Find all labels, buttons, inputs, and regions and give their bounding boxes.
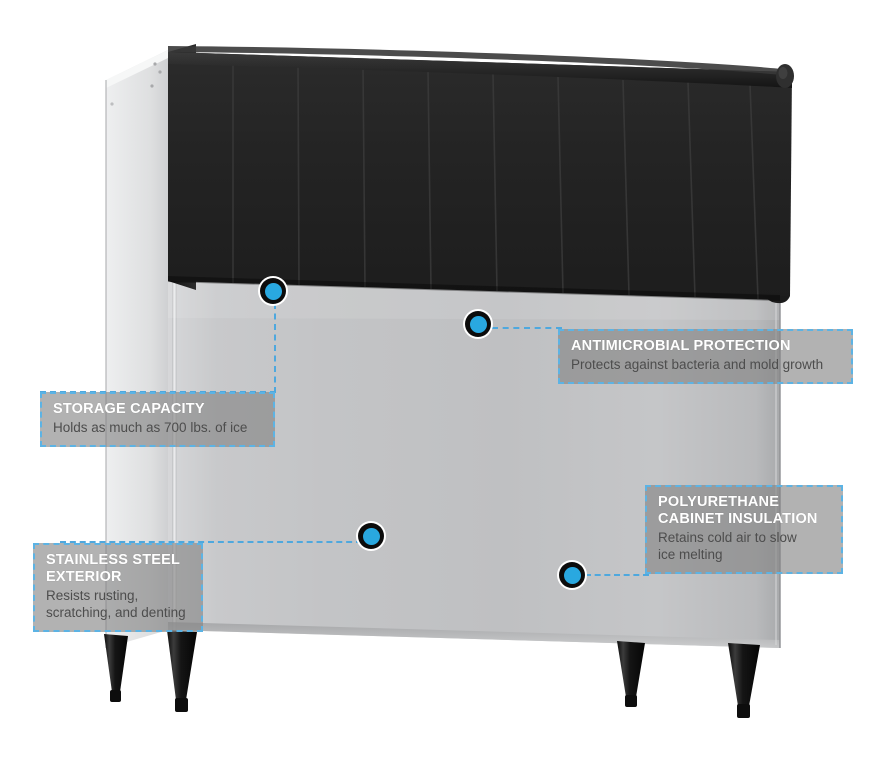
callout-title: STORAGE CAPACITY — [53, 401, 205, 417]
callout-subtitle: Retains cold air to slow ice melting — [658, 530, 797, 562]
hotspot-core-icon — [563, 566, 581, 584]
callout-antimicrobial-protection[interactable]: ANTIMICROBIAL PROTECTION Protects agains… — [558, 329, 853, 384]
callout-title: STAINLESS STEEL EXTERIOR — [46, 552, 181, 585]
hotspot-ring — [465, 311, 491, 337]
hotspot-core-icon — [469, 315, 487, 333]
callout-subtitle: Resists rusting, scratching, and denting — [46, 588, 186, 620]
callout-stainless-steel-exterior[interactable]: STAINLESS STEEL EXTERIOR Resists rusting… — [33, 543, 203, 632]
hotspot-core-icon — [362, 527, 380, 545]
connector-storage-capacity-vertical — [274, 303, 276, 393]
callout-subtitle: Protects against bacteria and mold growt… — [571, 357, 824, 372]
hotspot-ring — [358, 523, 384, 549]
hotspot-ring — [559, 562, 585, 588]
callout-title: ANTIMICROBIAL PROTECTION — [571, 338, 791, 354]
callout-storage-capacity[interactable]: STORAGE CAPACITY Holds as much as 700 lb… — [40, 392, 275, 447]
callout-polyurethane-cabinet-insulation[interactable]: POLYURETHANE CABINET INSULATION Retains … — [645, 485, 843, 574]
callout-title: POLYURETHANE CABINET INSULATION — [658, 494, 818, 527]
connector-stainless-steel-exterior — [60, 541, 362, 543]
connector-polyurethane-cabinet-insulation — [585, 574, 649, 576]
hotspot-marker-stainless-steel-exterior[interactable] — [356, 521, 386, 551]
hotspot-marker-storage-capacity[interactable] — [258, 276, 288, 306]
hotspot-core-icon — [264, 282, 282, 300]
hotspot-ring — [260, 278, 286, 304]
hotspot-marker-antimicrobial-protection[interactable] — [463, 309, 493, 339]
hotspot-marker-polyurethane-cabinet-insulation[interactable] — [557, 560, 587, 590]
callout-subtitle: Holds as much as 700 lbs. of ice — [53, 420, 248, 435]
connector-antimicrobial-protection — [492, 327, 562, 329]
